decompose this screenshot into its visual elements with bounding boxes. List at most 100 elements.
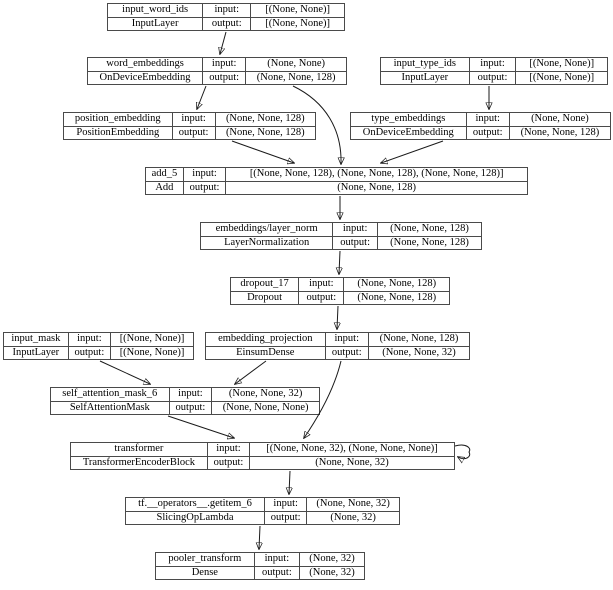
input-shape: (None, None, 128) (367, 332, 471, 347)
output-label: output: (67, 345, 112, 360)
input-label: input: (202, 57, 247, 72)
input-label: input: (182, 167, 227, 182)
edge-position-embedding-to-add-5 (231, 140, 294, 163)
output-shape: (None, None, 128) (214, 125, 317, 140)
input-shape: [(None, None)] (515, 57, 608, 72)
output-shape: (None, None, 32) (367, 345, 471, 360)
output-label: output: (206, 455, 251, 470)
layer-table: input_type_ids input: [(None, None)] Inp… (380, 57, 608, 85)
input-label: input: (67, 332, 112, 347)
output-shape: (None, None, 128) (225, 180, 528, 195)
output-shape: (None, None, None) (211, 400, 320, 415)
node-input-mask: input_mask input: [(None, None)] InputLa… (3, 332, 194, 360)
edge-layer-norm-to-dropout-17 (339, 250, 340, 274)
input-shape: (None, None, 128) (343, 277, 450, 292)
input-shape: (None, None, 128) (214, 112, 317, 127)
layer-class: OnDeviceEmbedding (350, 125, 467, 140)
output-label: output: (171, 125, 216, 140)
layer-class: InputLayer (380, 70, 470, 85)
output-label: output: (263, 510, 308, 525)
output-shape: (None, None, 128) (343, 290, 450, 305)
output-shape: (None, None, 128) (245, 70, 347, 85)
edge-transformer-to-getitem-6 (289, 470, 290, 494)
output-label: output: (202, 70, 247, 85)
layer-class: EinsumDense (205, 345, 326, 360)
edge-dropout-17-to-embedding-projection (337, 305, 338, 329)
layer-name: embedding_projection (205, 332, 326, 347)
output-shape: [(None, None)] (250, 16, 345, 31)
edge-input-mask-to-self-attention-mask (99, 360, 150, 384)
layer-table: type_embeddings input: (None, None) OnDe… (350, 112, 612, 140)
layer-name: transformer (70, 442, 208, 457)
edge-word-embeddings-to-position-embedding (197, 85, 207, 109)
input-shape: (None, 32) (299, 552, 365, 567)
input-shape: [(None, None, 128), (None, None, 128), (… (225, 167, 528, 182)
layer-class: Dropout (229, 290, 300, 305)
input-shape: (None, None, 128) (376, 222, 483, 237)
output-label: output: (468, 70, 517, 85)
edge-input-word-ids-to-word-embeddings (220, 31, 227, 54)
layer-name: self_attention_mask_6 (50, 387, 170, 402)
node-input-word-ids: input_word_ids input: [(None, None)] Inp… (106, 3, 345, 31)
layer-table: input_word_ids input: [(None, None)] Inp… (106, 3, 345, 31)
edge-getitem-6-to-pooler-transform (259, 525, 260, 549)
output-shape: (None, 32) (299, 565, 365, 580)
node-self-attention-mask-6: self_attention_mask_6 input: (None, None… (50, 387, 320, 415)
layer-name: embeddings/layer_norm (199, 222, 334, 237)
layer-table: pooler_transform input: (None, 32) Dense… (155, 552, 365, 580)
output-shape: (None, 32) (306, 510, 400, 525)
layer-class: SelfAttentionMask (50, 400, 170, 415)
input-shape: (None, None, 32) (211, 387, 320, 402)
layer-name: word_embeddings (86, 57, 204, 72)
layer-class: InputLayer (3, 345, 69, 360)
node-type-embeddings: type_embeddings input: (None, None) OnDe… (350, 112, 612, 140)
node-embeddings-layer-norm: embeddings/layer_norm input: (None, None… (199, 222, 483, 250)
edge-transformer-self-loop (454, 444, 471, 459)
output-shape: (None, None, 128) (508, 125, 612, 140)
layer-class: Add (145, 180, 184, 195)
input-label: input: (298, 277, 345, 292)
layer-table: tf.__operators__.getitem_6 input: (None,… (125, 497, 400, 525)
input-shape: [(None, None, 32), (None, None, None)] (249, 442, 455, 457)
input-label: input: (253, 552, 301, 567)
layer-table: embedding_projection input: (None, None,… (205, 332, 471, 360)
layer-name: pooler_transform (155, 552, 255, 567)
input-shape: [(None, None)] (110, 332, 194, 347)
output-label: output: (465, 125, 510, 140)
layer-class: PositionEmbedding (63, 125, 173, 140)
output-shape: [(None, None)] (110, 345, 194, 360)
layer-class: SlicingOpLambda (125, 510, 265, 525)
output-label: output: (298, 290, 345, 305)
layer-name: tf.__operators__.getitem_6 (125, 497, 265, 512)
output-shape: (None, None, 32) (249, 455, 455, 470)
input-label: input: (324, 332, 369, 347)
layer-class: TransformerEncoderBlock (70, 455, 208, 470)
input-shape: [(None, None)] (250, 3, 345, 18)
node-pooler-transform: pooler_transform input: (None, 32) Dense… (155, 552, 365, 580)
input-label: input: (206, 442, 251, 457)
node-word-embeddings: word_embeddings input: (None, None) OnDe… (86, 57, 347, 85)
output-shape: [(None, None)] (515, 70, 608, 85)
layer-name: add_5 (145, 167, 184, 182)
node-dropout-17: dropout_17 input: (None, None, 128) Drop… (229, 277, 450, 305)
node-input-type-ids: input_type_ids input: [(None, None)] Inp… (380, 57, 608, 85)
edge-type-embeddings-to-add-5 (381, 140, 444, 163)
output-label: output: (168, 400, 213, 415)
input-label: input: (263, 497, 308, 512)
input-label: input: (168, 387, 213, 402)
layer-table: add_5 input: [(None, None, 128), (None, … (145, 167, 528, 195)
layer-table: input_mask input: [(None, None)] InputLa… (3, 332, 194, 360)
layer-table: transformer input: [(None, None, 32), (N… (70, 442, 455, 470)
input-label: input: (332, 222, 378, 237)
layer-table: word_embeddings input: (None, None) OnDe… (86, 57, 347, 85)
layer-class: InputLayer (106, 16, 204, 31)
input-label: input: (171, 112, 216, 127)
node-transformer: transformer input: [(None, None, 32), (N… (70, 442, 455, 470)
edge-embedding-projection-to-self-attention-mask (235, 360, 267, 384)
node-position-embedding: position_embedding input: (None, None, 1… (63, 112, 317, 140)
output-label: output: (253, 565, 301, 580)
edge-self-attention-mask-to-transformer (167, 415, 234, 438)
input-label: input: (465, 112, 510, 127)
layer-name: input_mask (3, 332, 69, 347)
layer-name: type_embeddings (350, 112, 467, 127)
